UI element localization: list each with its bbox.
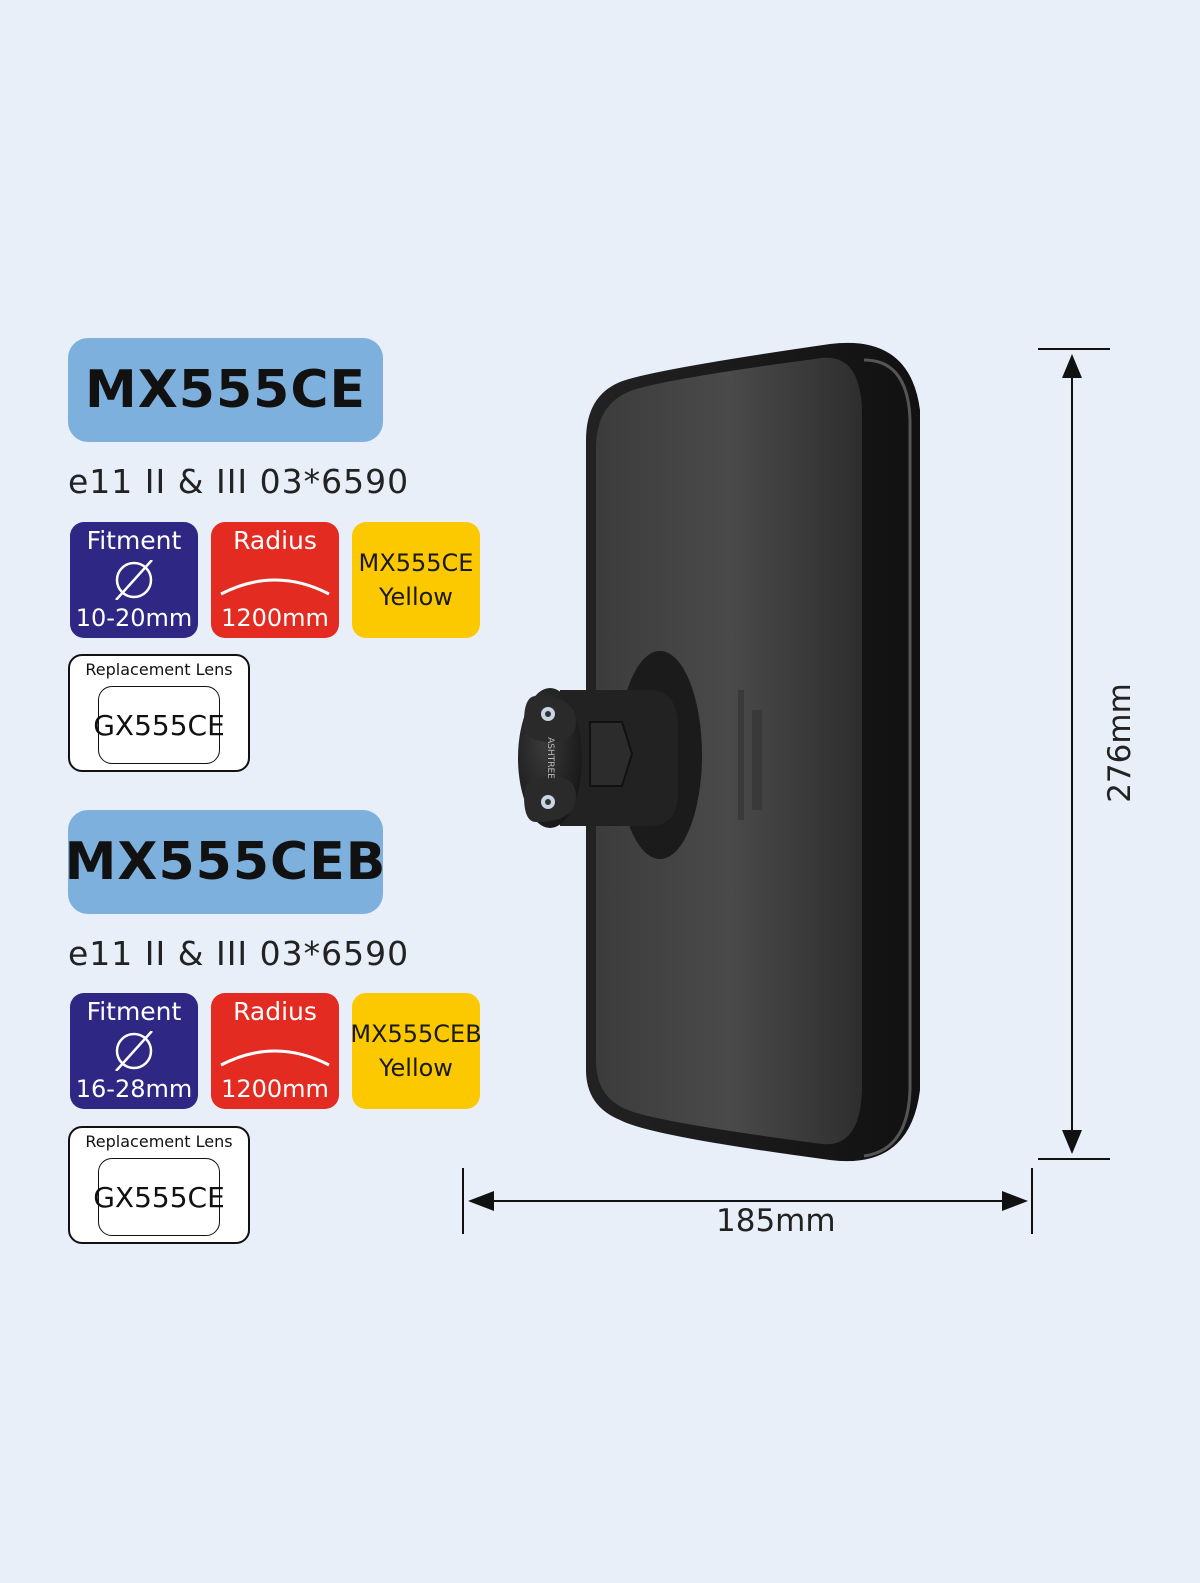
radius-value: 1200mm bbox=[221, 604, 329, 632]
radius-value: 1200mm bbox=[221, 1075, 329, 1103]
radius-badge: Radius 1200mm bbox=[211, 522, 339, 638]
radius-title: Radius bbox=[233, 997, 317, 1026]
color-badge: MX555CE Yellow bbox=[352, 522, 480, 638]
fitment-title: Fitment bbox=[86, 997, 182, 1026]
replacement-lens-box: Replacement Lens GX555CE bbox=[68, 1126, 250, 1244]
fitment-value: 16-28mm bbox=[75, 1075, 193, 1103]
model-tag-mx555ce: MX555CE bbox=[68, 338, 383, 442]
height-dimension-line bbox=[1038, 348, 1110, 1160]
replacement-lens-code: GX555CE bbox=[93, 1158, 225, 1236]
color-badge-model: MX555CEB bbox=[350, 1020, 482, 1048]
fitment-value: 10-20mm bbox=[75, 604, 193, 632]
fitment-badge: Fitment 10-20mm bbox=[70, 522, 198, 638]
color-badge-color: Yellow bbox=[379, 1054, 453, 1082]
radius-badge: Radius 1200mm bbox=[211, 993, 339, 1109]
replacement-lens-label: Replacement Lens bbox=[85, 660, 233, 679]
replacement-lens-box: Replacement Lens GX555CE bbox=[68, 654, 250, 772]
diameter-icon bbox=[115, 560, 153, 600]
width-dimension-line bbox=[462, 1168, 1033, 1234]
approval-number: e11 II & III 03*6590 bbox=[68, 934, 410, 973]
curve-icon bbox=[220, 578, 330, 596]
width-dimension-label: 185mm bbox=[716, 1203, 836, 1239]
color-badge-model: MX555CE bbox=[358, 549, 474, 577]
model-tag-mx555ceb: MX555CEB bbox=[65, 810, 385, 914]
replacement-lens-code: GX555CE bbox=[93, 686, 225, 764]
fitment-title: Fitment bbox=[86, 526, 182, 555]
diameter-icon bbox=[115, 1031, 153, 1071]
color-badge-color: Yellow bbox=[379, 583, 453, 611]
brand-mark: ASHTREE bbox=[545, 737, 555, 779]
height-dimension-label: 276mm bbox=[1101, 683, 1138, 803]
mirror-image: ASHTREE bbox=[518, 342, 920, 1162]
approval-number: e11 II & III 03*6590 bbox=[68, 462, 410, 501]
fitment-badge: Fitment 16-28mm bbox=[70, 993, 198, 1109]
curve-icon bbox=[220, 1049, 330, 1067]
color-badge: MX555CEB Yellow bbox=[350, 993, 482, 1109]
radius-title: Radius bbox=[233, 526, 317, 555]
replacement-lens-label: Replacement Lens bbox=[85, 1132, 233, 1151]
